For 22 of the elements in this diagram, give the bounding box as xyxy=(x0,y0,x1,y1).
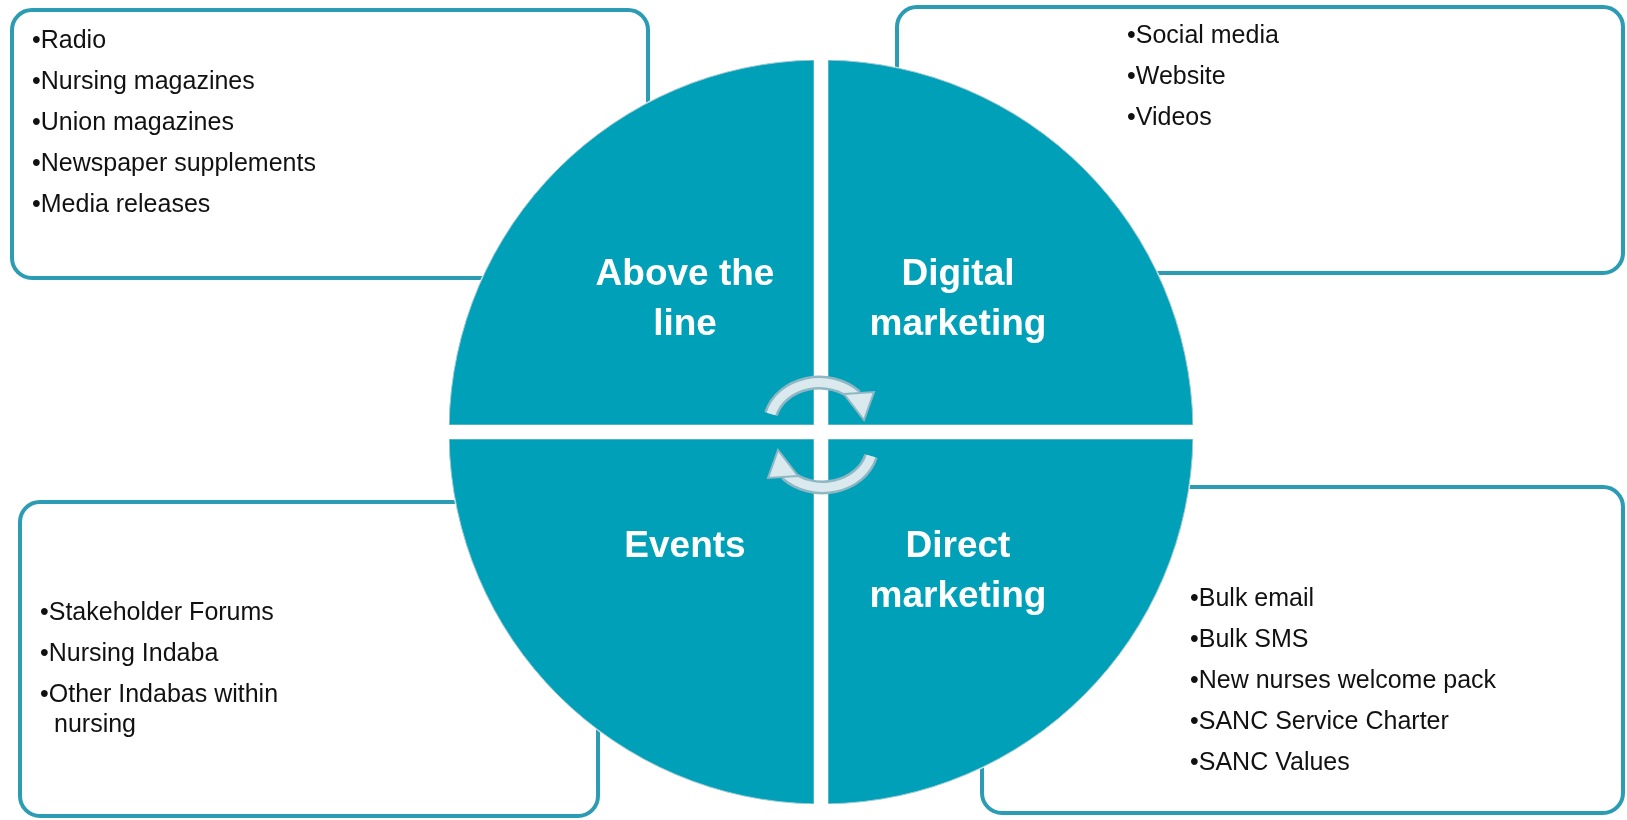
bullet-item: •SANC Values xyxy=(1190,746,1351,776)
bullet-item: •Stakeholder Forums xyxy=(40,596,275,626)
segment-label: Above the line xyxy=(594,251,776,345)
bullet-item: •Union magazines xyxy=(32,106,235,136)
segment-label: Events xyxy=(623,523,747,567)
segment-label: Digital marketing xyxy=(868,251,1048,345)
segment-label: Direct marketing xyxy=(868,523,1048,617)
curved-arrow xyxy=(766,448,878,495)
bullet-item: •Website xyxy=(1127,60,1227,90)
bullet-item: •Radio xyxy=(32,24,108,54)
bullet-item: •Newspaper supplements xyxy=(32,147,317,177)
bullet-item: •Bulk email xyxy=(1190,582,1316,612)
bullet-item: •Videos xyxy=(1127,101,1213,131)
curved-arrow xyxy=(764,375,876,422)
bullet-item: •New nurses welcome pack xyxy=(1190,664,1498,694)
bullet-item: •SANC Service Charter xyxy=(1190,705,1450,735)
bullet-item: •Social media xyxy=(1127,19,1280,49)
bullet-item: •Bulk SMS xyxy=(1190,623,1310,653)
bullet-item: •Nursing magazines xyxy=(32,65,256,95)
bullet-item: •Nursing Indaba xyxy=(40,637,220,667)
bullet-item: •Media releases xyxy=(32,188,212,218)
bullet-item: •Other Indabas within nursing xyxy=(40,678,280,738)
